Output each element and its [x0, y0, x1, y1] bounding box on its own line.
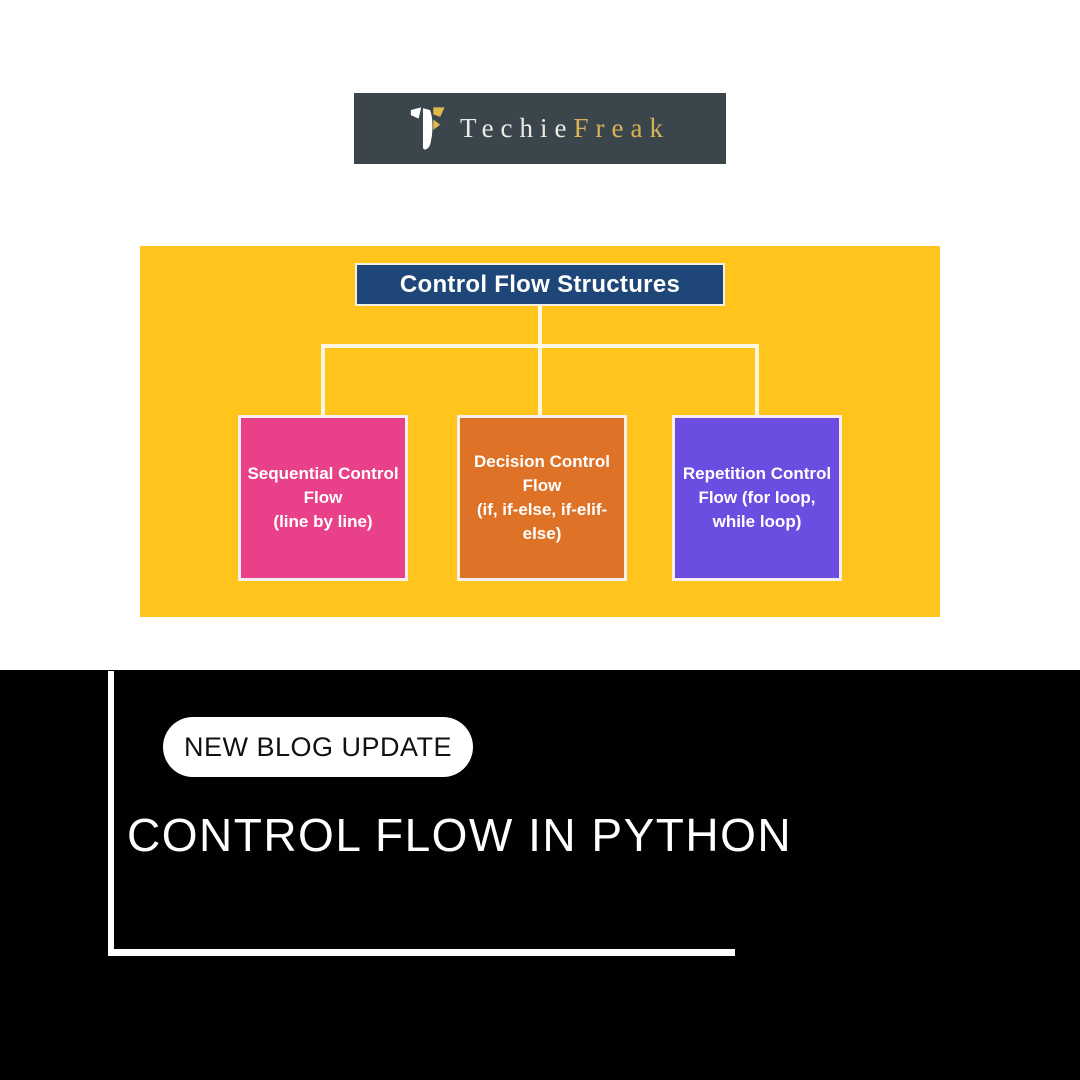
- node-sequential-control-flow: Sequential Control Flow (line by line): [238, 415, 408, 581]
- logo-bar: TechieFreak: [354, 93, 726, 164]
- accent-line-horizontal: [108, 949, 735, 956]
- connector-line: [755, 344, 759, 416]
- control-flow-diagram: Control Flow Structures Sequential Contr…: [140, 246, 940, 617]
- connector-line: [538, 306, 542, 346]
- diagram-root-node: Control Flow Structures: [355, 263, 725, 306]
- accent-line-vertical: [108, 671, 114, 956]
- node-decision-control-flow: Decision Control Flow (if, if-else, if-e…: [457, 415, 627, 581]
- brand-first: Techie: [459, 113, 574, 143]
- connector-line: [538, 344, 542, 416]
- announcement-section: NEW BLOG UPDATE CONTROL FLOW IN PYTHON: [0, 670, 1080, 1080]
- techiefreak-logo-icon: [410, 106, 448, 152]
- new-blog-update-badge: NEW BLOG UPDATE: [163, 717, 473, 777]
- blog-title: CONTROL FLOW IN PYTHON: [127, 809, 793, 861]
- brand-name: TechieFreak: [460, 113, 670, 144]
- connector-line: [321, 344, 325, 416]
- brand-second: Freak: [573, 113, 671, 143]
- node-repetition-control-flow: Repetition Control Flow (for loop, while…: [672, 415, 842, 581]
